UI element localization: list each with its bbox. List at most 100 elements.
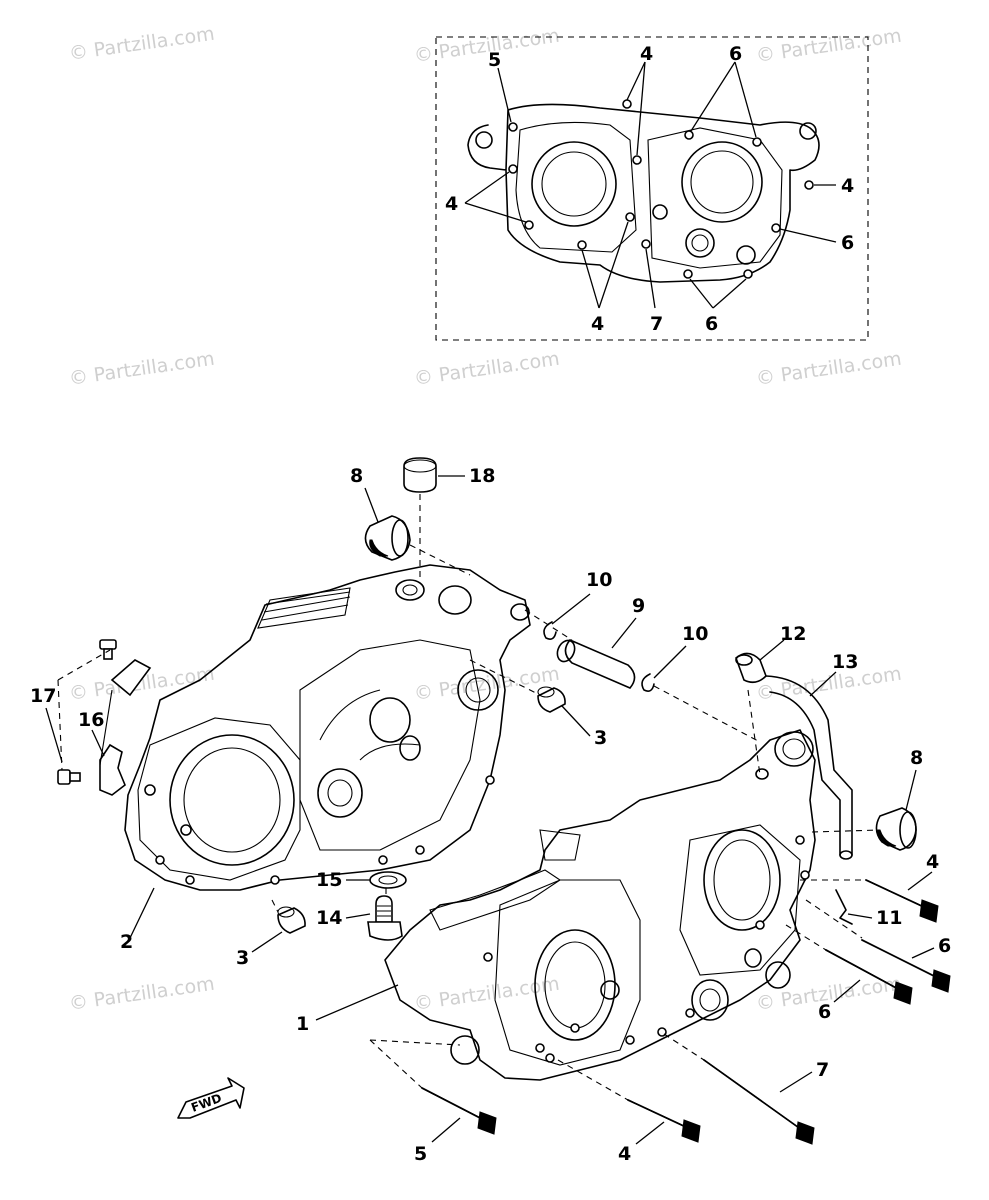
part-3-dowel-lower bbox=[277, 906, 306, 934]
part-6-bolt-upper bbox=[861, 939, 951, 993]
bolt-hole bbox=[508, 122, 518, 132]
callout-inset-4: 4 bbox=[640, 43, 653, 65]
callout-inset-4: 4 bbox=[591, 313, 604, 335]
part-10-circlip-left bbox=[543, 621, 557, 640]
part-5-bolt bbox=[421, 1087, 497, 1135]
inset-bearing-lower-inner bbox=[691, 234, 709, 252]
callout-3: 3 bbox=[594, 727, 607, 749]
callout-15: 15 bbox=[316, 869, 342, 891]
bolt-hole bbox=[625, 212, 635, 222]
part-16-bracket bbox=[99, 659, 152, 796]
part-6-bolt-lower bbox=[825, 949, 913, 1005]
part-8-damper-lower bbox=[875, 807, 917, 851]
callout-2: 2 bbox=[120, 931, 133, 953]
inset-mount-hole-mid bbox=[652, 204, 668, 220]
watermarks: © Partzilla.com © Partzilla.com © Partzi… bbox=[68, 23, 903, 1015]
part-11-clip bbox=[835, 889, 853, 925]
bolt-pattern-inset: 5 4 6 4 4 6 4 7 6 bbox=[435, 36, 869, 341]
watermark: © Partzilla.com bbox=[68, 973, 216, 1015]
part-4-bolt-lower bbox=[627, 1099, 701, 1143]
callout-10: 10 bbox=[682, 623, 708, 645]
callout-5: 5 bbox=[414, 1143, 427, 1165]
watermark: © Partzilla.com bbox=[413, 25, 561, 67]
callout-16: 16 bbox=[78, 709, 104, 731]
main-leaders bbox=[45, 475, 935, 1145]
bolt-hole bbox=[577, 240, 587, 250]
bolt-hole bbox=[632, 155, 642, 165]
callout-17: 17 bbox=[30, 685, 56, 707]
bolt-hole bbox=[683, 269, 693, 279]
inset-bore-right-inner bbox=[690, 150, 754, 214]
inset-leaders bbox=[464, 61, 837, 309]
inset-bolt-holes bbox=[508, 99, 814, 279]
inset-bearing-small bbox=[736, 245, 756, 265]
bolt-hole bbox=[804, 180, 814, 190]
watermark: © Partzilla.com bbox=[755, 25, 903, 67]
callout-6: 6 bbox=[938, 935, 951, 957]
part-3-dowel-upper bbox=[537, 686, 566, 713]
callout-7: 7 bbox=[816, 1059, 829, 1081]
callout-8: 8 bbox=[910, 747, 923, 769]
part-17-screw-upper bbox=[99, 639, 117, 660]
part-2-crankcase-left bbox=[124, 564, 531, 891]
callout-4: 4 bbox=[926, 851, 939, 873]
callout-4: 4 bbox=[618, 1143, 631, 1165]
inset-bore-left bbox=[531, 141, 617, 227]
alignment-lines bbox=[57, 494, 881, 1101]
part-1-crankcase-right bbox=[384, 729, 816, 1081]
part-4-bolt-right bbox=[865, 879, 939, 923]
part-9-pipe bbox=[556, 639, 636, 689]
callout-1: 1 bbox=[296, 1013, 309, 1035]
callout-inset-4: 4 bbox=[445, 193, 458, 215]
inset-bore-left-inner bbox=[541, 151, 607, 217]
part-15-washer bbox=[369, 871, 407, 889]
part-13-hose bbox=[765, 675, 853, 860]
bolt-hole bbox=[684, 130, 694, 140]
bolt-hole bbox=[622, 99, 632, 109]
callout-3: 3 bbox=[236, 947, 249, 969]
callout-18: 18 bbox=[469, 465, 495, 487]
bolt-hole bbox=[508, 164, 518, 174]
callout-9: 9 bbox=[632, 595, 645, 617]
inset-bearing-lower bbox=[685, 228, 715, 258]
inset-case-outline bbox=[467, 103, 820, 283]
callout-inset-6: 6 bbox=[705, 313, 718, 335]
callout-13: 13 bbox=[832, 651, 858, 673]
part-10-circlip-right bbox=[641, 673, 655, 692]
inset-case-inner bbox=[515, 121, 637, 253]
part-18-cap bbox=[403, 457, 437, 493]
inset-bore-right bbox=[681, 141, 763, 223]
callout-inset-6: 6 bbox=[729, 43, 742, 65]
watermark: © Partzilla.com bbox=[755, 663, 903, 705]
part-7-bolt bbox=[703, 1059, 815, 1145]
part-14-drain-bolt bbox=[367, 895, 403, 941]
inset-case-inner-right bbox=[647, 127, 783, 269]
inset-mount-hole-right bbox=[799, 122, 817, 140]
inset-frame bbox=[435, 36, 869, 341]
bolt-hole bbox=[771, 223, 781, 233]
watermark: © Partzilla.com bbox=[755, 348, 903, 390]
part-17-screw-lower bbox=[57, 769, 81, 785]
bolt-hole bbox=[524, 220, 534, 230]
bolt-hole bbox=[641, 239, 651, 249]
callout-inset-4: 4 bbox=[841, 175, 854, 197]
callout-inset-7: 7 bbox=[650, 313, 663, 335]
watermark: © Partzilla.com bbox=[68, 23, 216, 65]
inset-mount-hole-left bbox=[475, 131, 493, 149]
callout-10: 10 bbox=[586, 569, 612, 591]
watermark: © Partzilla.com bbox=[413, 348, 561, 390]
callout-12: 12 bbox=[780, 623, 806, 645]
part-8-damper-upper bbox=[364, 515, 411, 561]
exploded-view: FWD bbox=[30, 457, 951, 1165]
bolt-hole bbox=[743, 269, 753, 279]
callout-8: 8 bbox=[350, 465, 363, 487]
part-12-elbow bbox=[735, 652, 767, 684]
callout-inset-5: 5 bbox=[488, 49, 501, 71]
callout-6: 6 bbox=[818, 1001, 831, 1023]
watermark: © Partzilla.com bbox=[68, 348, 216, 390]
fwd-arrow: FWD bbox=[177, 1077, 245, 1119]
callout-inset-6: 6 bbox=[841, 232, 854, 254]
callout-14: 14 bbox=[316, 907, 342, 929]
bolt-hole bbox=[752, 137, 762, 147]
